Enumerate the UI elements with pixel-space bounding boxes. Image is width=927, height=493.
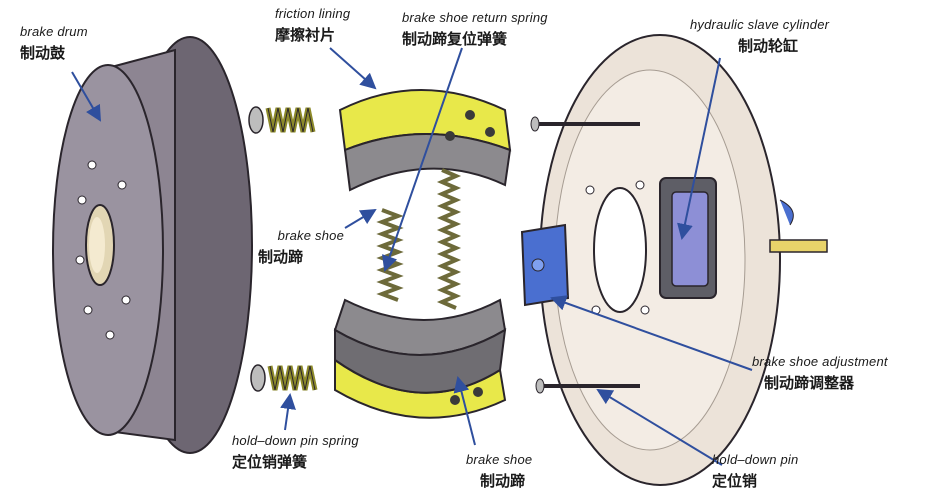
- label-brake-drum-zh: 制动鼓: [20, 45, 66, 62]
- leader-lines: [71, 47, 753, 466]
- label-brake-drum: brake drum 制动鼓: [20, 24, 88, 63]
- label-return-spring-en: brake shoe return spring: [402, 10, 548, 25]
- label-shoe-adjustment-zh: 制动蹄调整器: [764, 375, 855, 392]
- label-brake-shoe-left-en: brake shoe: [277, 228, 344, 243]
- label-hold-down-spring-en: hold–down pin spring: [232, 433, 359, 448]
- hold-down-pin-bottom: [535, 378, 640, 394]
- label-brake-shoe-left: brake shoe 制动蹄: [258, 228, 344, 267]
- label-brake-shoe-left-zh: 制动蹄: [258, 249, 304, 266]
- label-hold-down-spring: hold–down pin spring 定位销弹簧: [232, 433, 359, 472]
- hold-down-pin-top: [530, 116, 640, 132]
- label-shoe-adjustment-en: brake shoe adjustment: [752, 354, 888, 369]
- return-springs: [376, 168, 462, 310]
- label-brake-shoe-bottom-zh: 制动蹄: [480, 473, 526, 490]
- label-return-spring-zh: 制动蹄复位弹簧: [402, 31, 508, 48]
- label-slave-cylinder: hydraulic slave cylinder 制动轮缸: [690, 17, 829, 56]
- label-friction-lining: friction lining 摩擦衬片: [275, 6, 350, 45]
- label-friction-lining-zh: 摩擦衬片: [275, 27, 336, 44]
- label-friction-lining-en: friction lining: [275, 6, 351, 21]
- upper-brake-shoe: [338, 89, 512, 192]
- label-brake-shoe-bottom-en: brake shoe: [466, 452, 533, 467]
- label-slave-cylinder-en: hydraulic slave cylinder: [690, 17, 830, 32]
- label-shoe-adjustment: brake shoe adjustment 制动蹄调整器: [752, 354, 888, 393]
- label-hold-down-pin: hold–down pin 定位销: [712, 452, 798, 491]
- brake-shoe-adjuster: [520, 223, 570, 307]
- label-hold-down-pin-en: hold–down pin: [712, 452, 799, 467]
- hydraulic-slave-cylinder: [659, 177, 717, 299]
- label-brake-shoe-bottom: brake shoe 制动蹄: [466, 452, 532, 491]
- label-return-spring: brake shoe return spring 制动蹄复位弹簧: [402, 10, 548, 49]
- lower-brake-shoe: [333, 298, 507, 419]
- brake-drum: [52, 36, 253, 454]
- label-hold-down-spring-zh: 定位销弹簧: [232, 454, 308, 471]
- hold-down-spring-top: [248, 106, 316, 134]
- hold-down-spring-bottom: [250, 364, 318, 392]
- label-brake-drum-en: brake drum: [20, 24, 88, 39]
- label-hold-down-pin-zh: 定位销: [712, 473, 758, 490]
- label-slave-cylinder-zh: 制动轮缸: [738, 38, 799, 55]
